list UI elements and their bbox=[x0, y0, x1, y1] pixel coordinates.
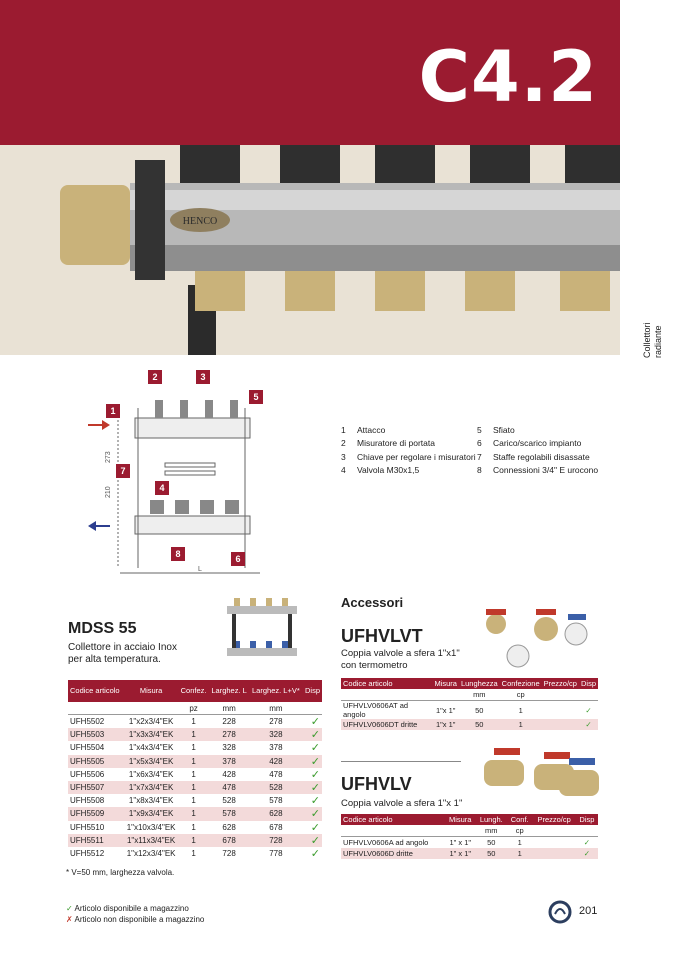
product-subtitle-ufhvlv: Coppia valvole a sfera 1"x 1" bbox=[341, 798, 463, 809]
check-icon: ✓ bbox=[66, 904, 73, 913]
check-icon: ✓ bbox=[302, 833, 322, 847]
section-code: C4.2 bbox=[418, 36, 598, 118]
col-larghez-lv: Larghez. L+V* bbox=[249, 680, 303, 702]
check-icon: ✓ bbox=[575, 848, 598, 859]
check-icon: ✓ bbox=[578, 719, 598, 730]
check-icon: ✓ bbox=[310, 821, 320, 834]
availability-legend: ✓ Articolo disponibile a magazzino ✗ Art… bbox=[66, 904, 205, 924]
divider bbox=[341, 761, 461, 762]
ufhvlvt-product-image bbox=[478, 604, 598, 679]
badge-4: 4 bbox=[155, 481, 169, 495]
page-number: 201 bbox=[579, 905, 598, 917]
check-icon: ✓ bbox=[583, 838, 591, 847]
check-icon: ✓ bbox=[310, 795, 320, 808]
ufhvlvt-table: Codice articolo Misura Lunghezza Confezi… bbox=[341, 678, 598, 730]
badge-3: 3 bbox=[196, 370, 210, 384]
col-larghez-l: Larghez. L bbox=[208, 680, 250, 702]
footnote: * V=50 mm, larghezza valvola. bbox=[66, 868, 175, 877]
col-misura: Misura bbox=[124, 680, 179, 702]
badge-5: 5 bbox=[249, 390, 263, 404]
badge-6: 6 bbox=[231, 552, 245, 566]
product-subtitle-ufhvlvt: Coppia valvole a sfera 1"x1"con termomet… bbox=[341, 648, 460, 671]
check-icon: ✓ bbox=[310, 847, 320, 860]
dim-L: L bbox=[198, 566, 202, 573]
product-photo: HENCO bbox=[0, 145, 620, 355]
mdss-product-image bbox=[222, 596, 302, 681]
cross-icon: ✗ bbox=[66, 915, 73, 924]
technical-diagram: 210 273 L bbox=[80, 368, 290, 588]
dim-210: 210 bbox=[105, 486, 112, 498]
check-icon: ✓ bbox=[302, 728, 322, 742]
badge-7: 7 bbox=[116, 464, 130, 478]
ufhvlv-product-image bbox=[474, 742, 604, 811]
side-category-label: Collettori radiante bbox=[642, 322, 663, 358]
header-band: C4.2 bbox=[0, 0, 620, 145]
col-codice: Codice articolo bbox=[68, 680, 124, 702]
check-icon: ✓ bbox=[302, 807, 322, 821]
check-icon: ✓ bbox=[310, 742, 320, 755]
check-icon: ✓ bbox=[302, 754, 322, 768]
section-heading-accessori: Accessori bbox=[341, 595, 404, 610]
ufhvlv-table: Codice articolo Misura Lungh. Conf. Prez… bbox=[341, 814, 598, 859]
badge-8: 8 bbox=[171, 547, 185, 561]
product-title-ufhvlv: UFHVLV bbox=[341, 774, 412, 794]
product-title-ufhvlvt: UFHVLVT bbox=[341, 626, 423, 646]
brand-logo-icon bbox=[548, 900, 572, 929]
col-confez: Confez. bbox=[178, 680, 209, 702]
check-icon: ✓ bbox=[310, 716, 320, 729]
product-title-mdss: MDSS 55 bbox=[68, 620, 137, 637]
col-disp: Disp bbox=[302, 680, 322, 702]
badge-2: 2 bbox=[148, 370, 162, 384]
manifold-drawing: 210 273 L bbox=[88, 400, 260, 574]
check-icon: ✓ bbox=[302, 780, 322, 795]
mdss-table: Codice articolo Misura Confez. Larghez. … bbox=[68, 680, 322, 860]
henco-stamp: HENCO bbox=[183, 216, 217, 227]
dim-273: 273 bbox=[105, 451, 112, 463]
badge-1: 1 bbox=[106, 404, 120, 418]
check-icon: ✓ bbox=[585, 705, 592, 715]
manifold-photo: HENCO bbox=[0, 145, 620, 355]
check-icon: ✓ bbox=[310, 768, 320, 781]
